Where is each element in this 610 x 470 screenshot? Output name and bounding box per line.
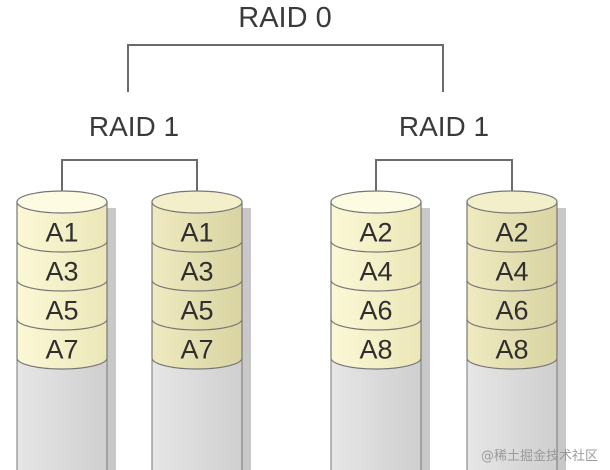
block-label: A6 (495, 296, 528, 326)
block-label: A2 (495, 218, 528, 248)
block-face (16, 201, 108, 253)
block-face (466, 201, 558, 253)
raid1-left-bracket (61, 159, 198, 195)
connector-lines (61, 44, 513, 195)
block-label: A3 (45, 257, 78, 287)
block-face (151, 201, 243, 253)
block-label: A2 (359, 218, 392, 248)
block-face (151, 279, 243, 331)
block-label: A7 (45, 335, 78, 365)
block-label: A5 (45, 296, 78, 326)
disk-shadow (421, 208, 430, 470)
disk-top-cap (151, 190, 243, 214)
raid1-right-label: RAID 1 (399, 111, 489, 142)
data-block: A4 (466, 240, 558, 292)
block-label: A1 (45, 218, 78, 248)
block-face (330, 201, 422, 253)
disk-body (16, 357, 108, 470)
block-face (466, 240, 558, 292)
disk-shadow (242, 208, 251, 470)
disk-body (151, 357, 243, 470)
block-face (330, 240, 422, 292)
data-block: A7 (16, 318, 108, 370)
disk-1: A7 A5 A3 A1 (16, 190, 116, 470)
data-block: A2 (466, 201, 558, 253)
block-label: A8 (359, 335, 392, 365)
disk-shadow (107, 208, 116, 470)
block-label: A5 (180, 296, 213, 326)
raid0-bracket (127, 44, 444, 92)
data-block: A8 (330, 318, 422, 370)
raid0-label: RAID 0 (238, 2, 331, 34)
watermark: @稀土掘金技术社区 (481, 448, 598, 464)
block-face (151, 318, 243, 370)
disk-top-cap (330, 190, 422, 214)
data-block: A4 (330, 240, 422, 292)
data-block: A3 (151, 240, 243, 292)
block-face (16, 318, 108, 370)
data-block: A1 (16, 201, 108, 253)
raid1-right-bracket (375, 159, 513, 195)
disk-body (466, 357, 558, 470)
raid1-left-label: RAID 1 (89, 111, 179, 142)
data-block: A7 (151, 318, 243, 370)
data-block: A5 (151, 279, 243, 331)
disk-2: A7 A5 A3 A1 (151, 190, 251, 470)
data-block: A1 (151, 201, 243, 253)
block-face (330, 318, 422, 370)
disk-top-cap (16, 190, 108, 214)
block-face (330, 279, 422, 331)
disk-4: A8 A6 A4 A2 (466, 190, 566, 470)
block-label: A6 (359, 296, 392, 326)
block-label: A3 (180, 257, 213, 287)
block-face (151, 240, 243, 292)
block-label: A8 (495, 335, 528, 365)
block-label: A4 (359, 257, 392, 287)
disk-top-cap (466, 190, 558, 214)
block-face (466, 279, 558, 331)
block-face (16, 240, 108, 292)
disk-3: A8 A6 A4 A2 (330, 190, 430, 470)
data-block: A8 (466, 318, 558, 370)
data-block: A3 (16, 240, 108, 292)
data-block: A6 (466, 279, 558, 331)
disk-shadow (557, 208, 566, 470)
data-block: A2 (330, 201, 422, 253)
block-face (16, 279, 108, 331)
disk-body (330, 357, 422, 470)
block-label: A1 (180, 218, 213, 248)
block-face (466, 318, 558, 370)
data-block: A5 (16, 279, 108, 331)
block-label: A7 (180, 335, 213, 365)
data-block: A6 (330, 279, 422, 331)
block-label: A4 (495, 257, 528, 287)
